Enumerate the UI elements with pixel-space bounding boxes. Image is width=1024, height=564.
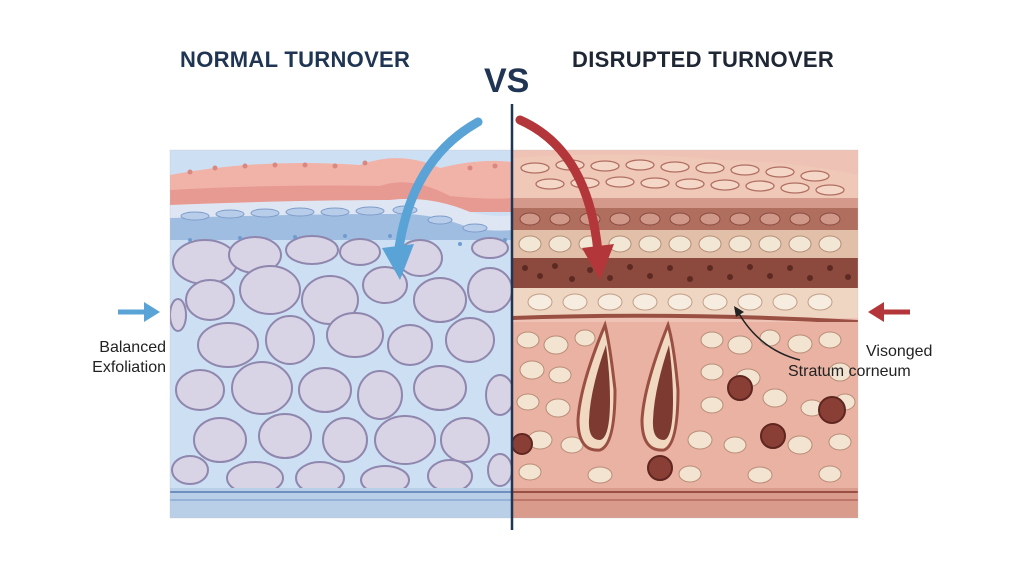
disrupted-turnover-arrow [515,115,614,280]
stratum-corneum-label: Stratum corneum [788,363,911,380]
balanced-label-line1: Balanced [99,339,166,356]
balanced-label-line2: Exfoliation [92,359,166,376]
balanced-exfoliation-label: Balanced Exfoliation [78,338,166,378]
normal-turnover-title: NORMAL TURNOVER [180,47,411,72]
disrupted-skin-panel [512,150,858,518]
right-side-arrow [868,302,910,322]
normal-cell-grid [170,235,512,495]
dark-round-cells [512,375,846,481]
vs-label: VS [484,62,530,100]
stratum-pointer [734,306,801,361]
left-side-arrow [118,302,160,322]
visonged-label: Visonged [866,343,933,360]
normal-turnover-arrow [382,117,483,280]
panel-outline [169,149,859,519]
normal-skin-panel [170,150,512,518]
hair-follicles [576,320,680,452]
disrupted-turnover-title: DISRUPTED TURNOVER [572,47,835,72]
